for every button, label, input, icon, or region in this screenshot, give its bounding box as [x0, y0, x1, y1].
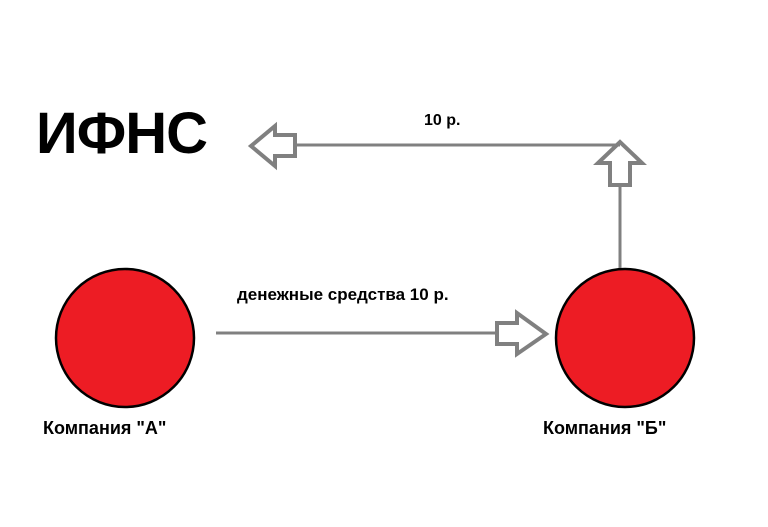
agency-title: ИФНС — [36, 101, 208, 166]
tax-payment-edge-label: 10 р. — [424, 112, 461, 129]
company-b-circle[interactable] — [554, 267, 696, 409]
tax-payment-arrowhead-left-icon — [247, 121, 297, 171]
tax-payment-arrowhead-up-icon — [593, 139, 647, 187]
company-a-label: Компания "А" — [43, 418, 167, 438]
company-a-circle[interactable] — [54, 267, 196, 409]
funds-transfer-arrowhead-right-icon — [495, 309, 550, 358]
funds-transfer-edge-label: денежные средства 10 р. — [237, 285, 449, 304]
company-b-label: Компания "Б" — [543, 418, 667, 438]
